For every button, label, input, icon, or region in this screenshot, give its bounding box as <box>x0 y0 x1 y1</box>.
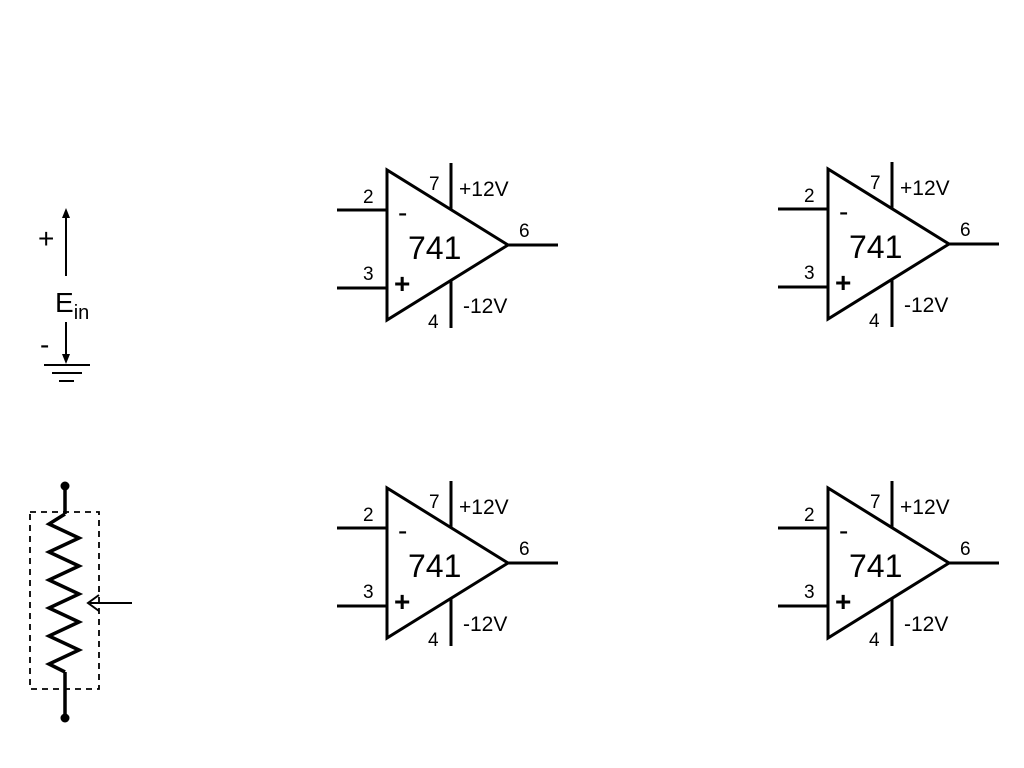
op-amp-triangle-icon <box>826 485 952 641</box>
op-amp-part-number: 741 <box>849 548 902 584</box>
source-plus-label: + <box>38 223 54 254</box>
op-amp-triangle-icon <box>385 485 511 641</box>
op-amp-part-number: 741 <box>408 548 461 584</box>
positive-supply-label: +12V <box>900 496 950 519</box>
pin-vpos-number: 7 <box>870 492 881 513</box>
pin-noninverting-number: 3 <box>363 264 374 285</box>
op-amp: 741 - + 2 3 7 4 6 +12V -12V <box>778 162 999 332</box>
positive-supply-label: +12V <box>459 496 509 519</box>
pin-inverting-number: 2 <box>363 187 374 208</box>
pin-vpos-number: 7 <box>429 492 440 513</box>
op-amp: 741 - + 2 3 7 4 6 +12V -12V <box>778 481 999 651</box>
negative-supply-label: -12V <box>904 613 948 636</box>
op-amp-part-number: 741 <box>408 230 461 266</box>
inverting-sign: - <box>839 196 848 227</box>
positive-supply-label: +12V <box>900 177 950 200</box>
wiper-arrow-icon <box>86 594 100 612</box>
arrow-up-icon <box>62 208 70 218</box>
terminal-dot-icon <box>60 481 70 491</box>
inverting-sign: - <box>398 197 407 228</box>
op-amp-triangle-icon <box>385 167 511 323</box>
ground-icon <box>44 364 90 382</box>
pin-vpos-number: 7 <box>429 174 440 195</box>
noninverting-sign: + <box>835 586 851 617</box>
arrow-down-icon <box>62 354 70 364</box>
source-voltage-label: Ein <box>55 287 89 324</box>
resistor-zigzag-icon <box>44 512 84 674</box>
source-voltage-symbol: E <box>55 287 74 318</box>
op-amp-part-number: 741 <box>849 229 902 265</box>
pin-noninverting-number: 3 <box>363 582 374 603</box>
pin-inverting-number: 2 <box>804 186 815 207</box>
op-amp: 741 - + 2 3 7 4 6 +12V -12V <box>337 481 558 651</box>
noninverting-sign: + <box>394 268 410 299</box>
pin-vneg-number: 4 <box>428 312 439 333</box>
voltage-source: + - Ein <box>38 208 90 382</box>
inverting-sign: - <box>839 515 848 546</box>
pin-inverting-number: 2 <box>804 505 815 526</box>
noninverting-sign: + <box>835 267 851 298</box>
source-minus-label: - <box>40 329 49 360</box>
op-amp-triangle-icon <box>826 166 952 322</box>
op-amp: 741 - + 2 3 7 4 6 +12V -12V <box>337 163 558 333</box>
positive-supply-label: +12V <box>459 178 509 201</box>
pin-vneg-number: 4 <box>869 630 880 651</box>
negative-supply-label: -12V <box>463 295 507 318</box>
pin-vneg-number: 4 <box>869 311 880 332</box>
pin-vneg-number: 4 <box>428 630 439 651</box>
potentiometer-icon <box>29 481 132 723</box>
pin-output-number: 6 <box>519 221 530 242</box>
pin-noninverting-number: 3 <box>804 263 815 284</box>
source-voltage-subscript: in <box>74 302 90 324</box>
negative-supply-label: -12V <box>463 613 507 636</box>
pin-inverting-number: 2 <box>363 505 374 526</box>
pin-vpos-number: 7 <box>870 173 881 194</box>
noninverting-sign: + <box>394 586 410 617</box>
negative-supply-label: -12V <box>904 294 948 317</box>
pin-output-number: 6 <box>960 220 971 241</box>
inverting-sign: - <box>398 515 407 546</box>
pin-output-number: 6 <box>519 539 530 560</box>
pin-noninverting-number: 3 <box>804 582 815 603</box>
pin-output-number: 6 <box>960 539 971 560</box>
terminal-dot-icon <box>60 713 70 723</box>
